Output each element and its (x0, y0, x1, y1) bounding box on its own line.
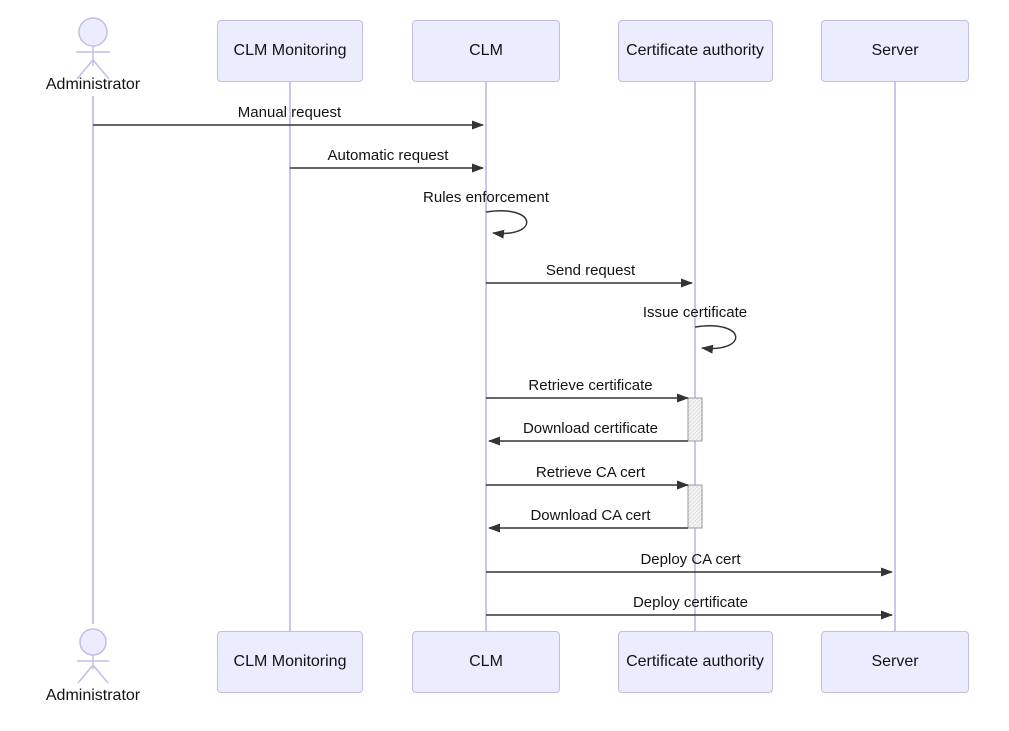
actor-figure-top (76, 17, 110, 80)
self-message-arrow (694, 325, 737, 354)
actor-head-icon (79, 628, 107, 656)
activation-bar (687, 397, 703, 442)
actor-head-icon (78, 17, 108, 47)
actor-figure-bottom (77, 628, 109, 684)
activation-bar (687, 484, 703, 529)
self-message-arrow (485, 210, 528, 239)
